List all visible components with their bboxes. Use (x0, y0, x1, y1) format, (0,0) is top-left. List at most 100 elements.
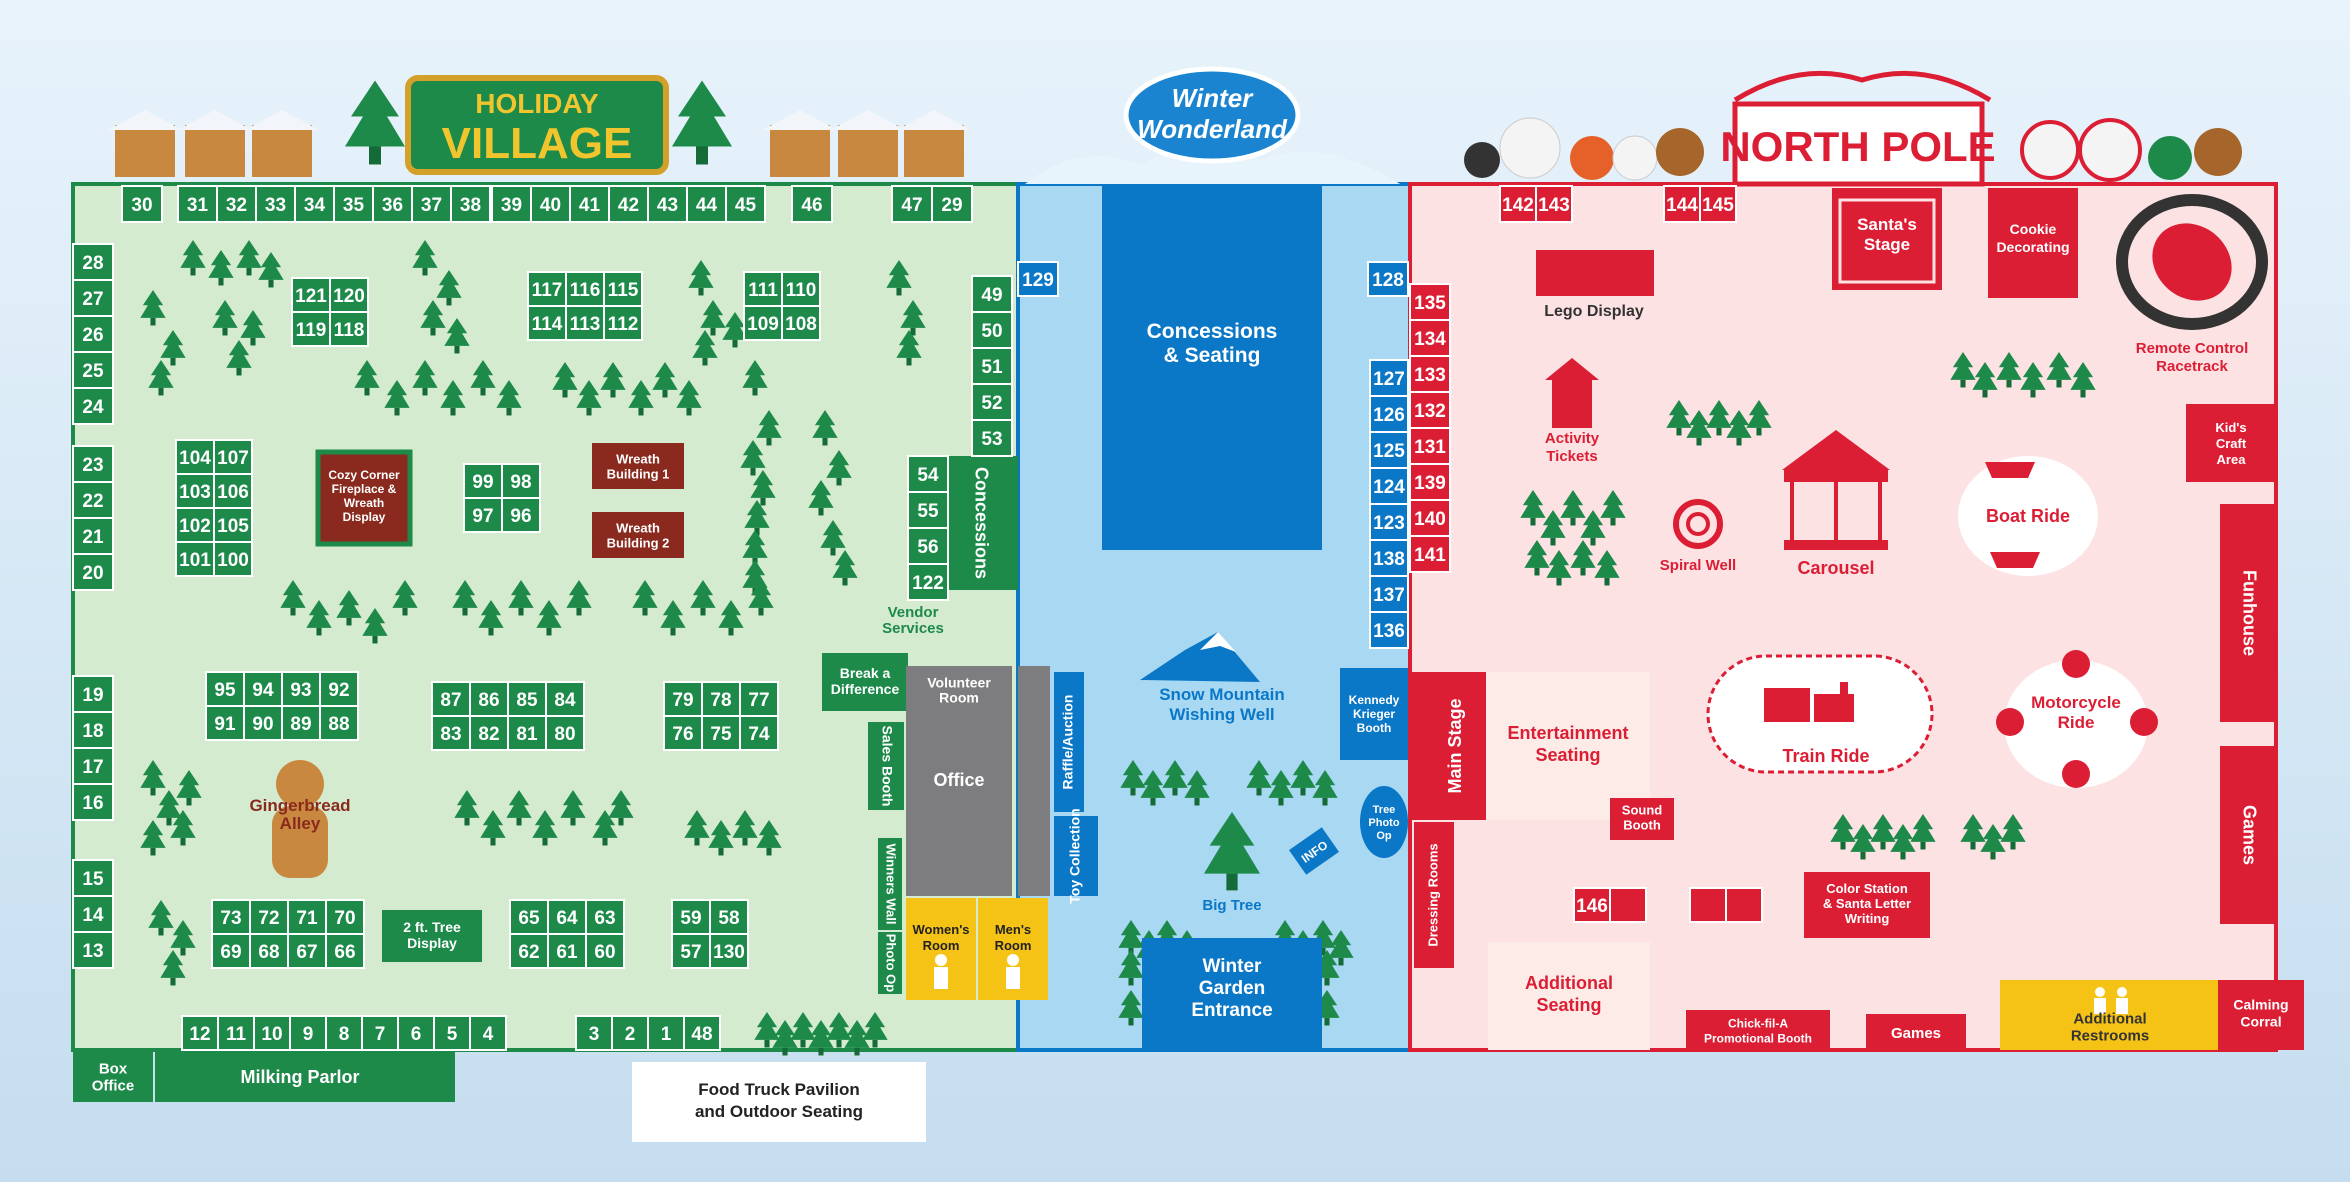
booth-42[interactable]: 42 (608, 185, 649, 223)
booth-37[interactable]: 37 (411, 185, 452, 223)
booth-47[interactable]: 47 (891, 185, 933, 223)
booth-136[interactable]: 136 (1369, 611, 1409, 649)
booth-96[interactable]: 96 (501, 497, 541, 533)
booth-50[interactable]: 50 (971, 311, 1013, 349)
booth-41[interactable]: 41 (569, 185, 610, 223)
booth-134[interactable]: 134 (1409, 319, 1451, 357)
booth-64[interactable]: 64 (547, 899, 587, 935)
booth-61[interactable]: 61 (547, 933, 587, 969)
booth-91[interactable]: 91 (205, 705, 245, 741)
booth-35[interactable]: 35 (333, 185, 374, 223)
booth-2[interactable]: 2 (611, 1015, 649, 1051)
booth-53[interactable]: 53 (971, 419, 1013, 457)
booth-44[interactable]: 44 (686, 185, 727, 223)
booth-10[interactable]: 10 (253, 1015, 291, 1051)
booth-71[interactable]: 71 (287, 899, 327, 935)
booth-82[interactable]: 82 (469, 715, 509, 751)
booth-100[interactable]: 100 (213, 541, 253, 577)
booth-29[interactable]: 29 (931, 185, 973, 223)
booth-undefined[interactable] (1725, 887, 1763, 923)
booth-144[interactable]: 144 (1663, 185, 1701, 223)
booth-139[interactable]: 139 (1409, 463, 1451, 501)
booth-111[interactable]: 111 (743, 271, 783, 307)
booth-25[interactable]: 25 (72, 351, 114, 389)
booth-36[interactable]: 36 (372, 185, 413, 223)
booth-68[interactable]: 68 (249, 933, 289, 969)
booth-26[interactable]: 26 (72, 315, 114, 353)
booth-58[interactable]: 58 (709, 899, 749, 935)
booth-103[interactable]: 103 (175, 473, 215, 509)
booth-120[interactable]: 120 (329, 277, 369, 313)
booth-undefined[interactable] (1689, 887, 1727, 923)
booth-121[interactable]: 121 (291, 277, 331, 313)
booth-98[interactable]: 98 (501, 463, 541, 499)
booth-115[interactable]: 115 (603, 271, 643, 307)
booth-65[interactable]: 65 (509, 899, 549, 935)
booth-104[interactable]: 104 (175, 439, 215, 475)
booth-11[interactable]: 11 (217, 1015, 255, 1051)
booth-142[interactable]: 142 (1499, 185, 1537, 223)
booth-40[interactable]: 40 (530, 185, 571, 223)
booth-38[interactable]: 38 (450, 185, 491, 223)
booth-141[interactable]: 141 (1409, 535, 1451, 573)
booth-62[interactable]: 62 (509, 933, 549, 969)
booth-127[interactable]: 127 (1369, 359, 1409, 397)
booth-95[interactable]: 95 (205, 671, 245, 707)
booth-99[interactable]: 99 (463, 463, 503, 499)
booth-88[interactable]: 88 (319, 705, 359, 741)
booth-112[interactable]: 112 (603, 305, 643, 341)
booth-77[interactable]: 77 (739, 681, 779, 717)
booth-89[interactable]: 89 (281, 705, 321, 741)
booth-90[interactable]: 90 (243, 705, 283, 741)
booth-137[interactable]: 137 (1369, 575, 1409, 613)
booth-132[interactable]: 132 (1409, 391, 1451, 429)
booth-32[interactable]: 32 (216, 185, 257, 223)
booth-59[interactable]: 59 (671, 899, 711, 935)
booth-60[interactable]: 60 (585, 933, 625, 969)
booth-56[interactable]: 56 (907, 527, 949, 565)
booth-80[interactable]: 80 (545, 715, 585, 751)
booth-109[interactable]: 109 (743, 305, 783, 341)
booth-1[interactable]: 1 (647, 1015, 685, 1051)
booth-34[interactable]: 34 (294, 185, 335, 223)
booth-31[interactable]: 31 (177, 185, 218, 223)
booth-63[interactable]: 63 (585, 899, 625, 935)
booth-21[interactable]: 21 (72, 517, 114, 555)
booth-146[interactable]: 146 (1573, 887, 1611, 923)
booth-5[interactable]: 5 (433, 1015, 471, 1051)
booth-94[interactable]: 94 (243, 671, 283, 707)
booth-116[interactable]: 116 (565, 271, 605, 307)
booth-140[interactable]: 140 (1409, 499, 1451, 537)
booth-124[interactable]: 124 (1369, 467, 1409, 505)
booth-74[interactable]: 74 (739, 715, 779, 751)
booth-105[interactable]: 105 (213, 507, 253, 543)
booth-131[interactable]: 131 (1409, 427, 1451, 465)
booth-8[interactable]: 8 (325, 1015, 363, 1051)
booth-48[interactable]: 48 (683, 1015, 721, 1051)
booth-101[interactable]: 101 (175, 541, 215, 577)
booth-92[interactable]: 92 (319, 671, 359, 707)
booth-undefined[interactable] (1609, 887, 1647, 923)
booth-17[interactable]: 17 (72, 747, 114, 785)
booth-75[interactable]: 75 (701, 715, 741, 751)
booth-22[interactable]: 22 (72, 481, 114, 519)
booth-30[interactable]: 30 (121, 185, 163, 223)
booth-15[interactable]: 15 (72, 859, 114, 897)
booth-52[interactable]: 52 (971, 383, 1013, 421)
booth-79[interactable]: 79 (663, 681, 703, 717)
booth-102[interactable]: 102 (175, 507, 215, 543)
booth-86[interactable]: 86 (469, 681, 509, 717)
booth-72[interactable]: 72 (249, 899, 289, 935)
booth-28[interactable]: 28 (72, 243, 114, 281)
booth-24[interactable]: 24 (72, 387, 114, 425)
booth-49[interactable]: 49 (971, 275, 1013, 313)
booth-3[interactable]: 3 (575, 1015, 613, 1051)
booth-133[interactable]: 133 (1409, 355, 1451, 393)
booth-122[interactable]: 122 (907, 563, 949, 601)
booth-51[interactable]: 51 (971, 347, 1013, 385)
booth-73[interactable]: 73 (211, 899, 251, 935)
booth-23[interactable]: 23 (72, 445, 114, 483)
booth-7[interactable]: 7 (361, 1015, 399, 1051)
booth-110[interactable]: 110 (781, 271, 821, 307)
booth-67[interactable]: 67 (287, 933, 327, 969)
